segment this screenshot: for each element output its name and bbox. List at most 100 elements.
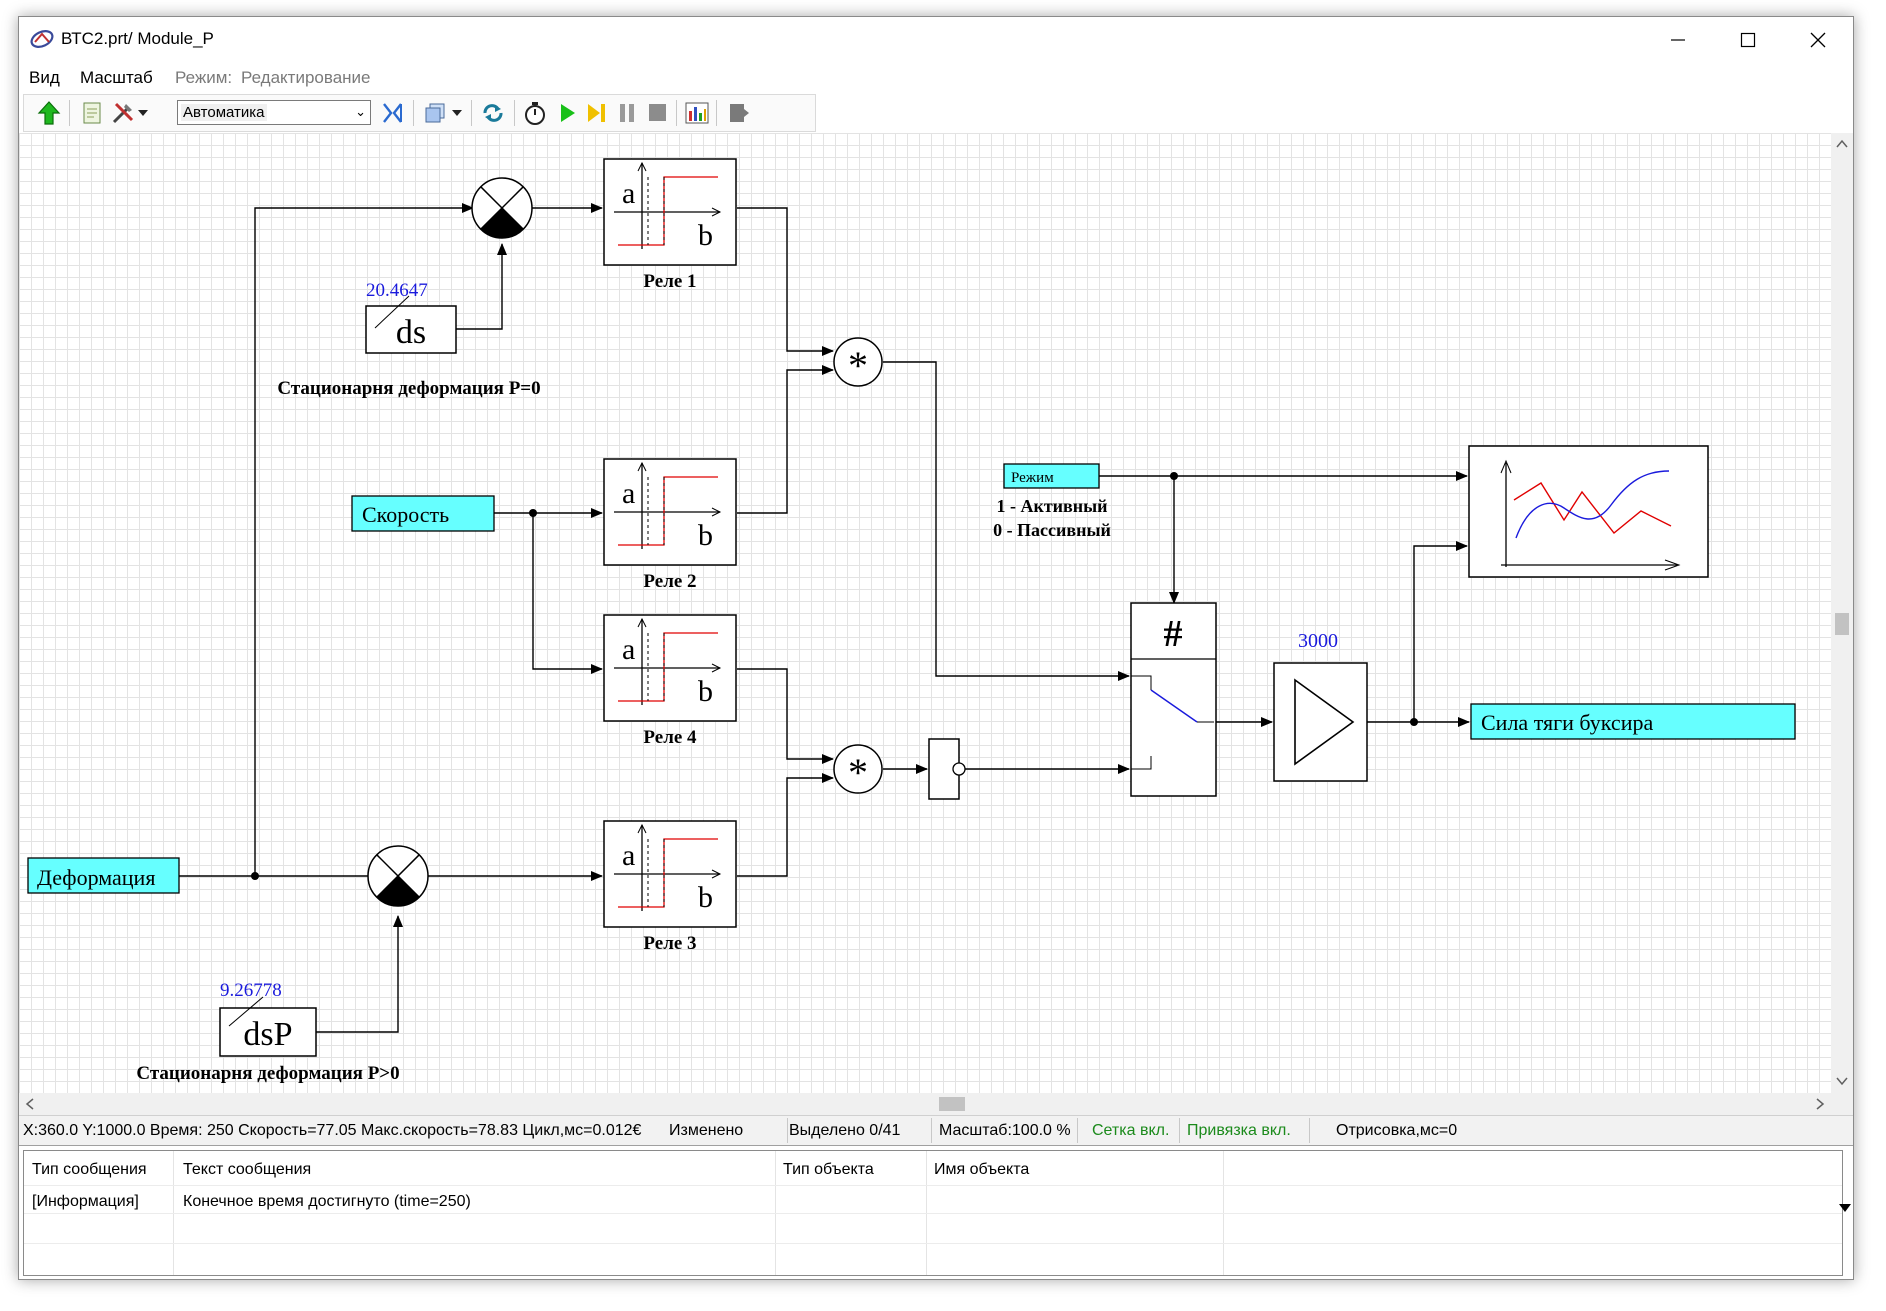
chevron-down-icon: ⌄ — [355, 104, 366, 119]
status-grid[interactable]: Сетка вкл. — [1092, 1122, 1170, 1139]
mode-select-value: Автоматика — [181, 104, 267, 121]
relay-b-label: b — [698, 881, 713, 914]
pause-icon — [620, 104, 634, 122]
refresh-button[interactable] — [478, 98, 508, 128]
refresh-icon — [483, 104, 503, 122]
status-bar: X:360.0 Y:1000.0 Время: 250 Скорость=77.… — [19, 1115, 1853, 1146]
script-button[interactable] — [77, 98, 107, 128]
status-render-time: Отрисовка,мс=0 — [1336, 1122, 1458, 1139]
mode-label: Режим: — [175, 68, 233, 87]
relay-b-label: b — [698, 219, 713, 252]
relay-b-label: b — [698, 675, 713, 708]
row-message-type: [Информация] — [32, 1193, 139, 1210]
close-button[interactable] — [1783, 17, 1853, 63]
menu-view[interactable]: Вид — [29, 68, 60, 87]
copy-dropdown[interactable] — [448, 98, 466, 128]
relay-3-label: Реле 3 — [643, 933, 696, 954]
exit-button[interactable] — [724, 98, 754, 128]
app-logo-icon — [30, 30, 54, 48]
tools-button[interactable] — [108, 98, 138, 128]
title-bar[interactable]: ВТС2.prt/ Module_P — [19, 17, 1853, 63]
input-mode-text: Режим — [1011, 470, 1054, 486]
horizontal-scrollbar[interactable] — [19, 1093, 1831, 1115]
header-message-text[interactable]: Текст сообщения — [183, 1161, 312, 1178]
relay-a-label: a — [622, 839, 635, 872]
maximize-button[interactable] — [1713, 17, 1783, 63]
status-coordinates: X:360.0 Y:1000.0 Время: 250 Скорость=77.… — [23, 1122, 642, 1139]
summator-top[interactable] — [471, 177, 533, 239]
stop-button[interactable] — [642, 98, 672, 128]
block-diagram[interactable]: a b Реле 1 a b Реле 2 — [19, 133, 1831, 1093]
status-selected: Выделено 0/41 — [789, 1122, 901, 1139]
toolbar: Автоматика ⌄ — [19, 93, 1853, 133]
output-force-text: Сила тяги буксира — [1481, 710, 1653, 735]
play-button[interactable] — [552, 98, 582, 128]
step-icon — [588, 104, 605, 122]
constant-ds-block[interactable]: ds 20.4647 — [365, 280, 457, 354]
constant-ds-caption: Стационарня деформация P=0 — [277, 378, 540, 399]
up-arrow-icon — [37, 101, 61, 125]
relay-block-2[interactable]: a b — [603, 458, 737, 566]
inverter-block[interactable] — [928, 738, 966, 800]
relay-a-label: a — [622, 177, 635, 210]
vertical-scrollbar[interactable] — [1831, 133, 1853, 1093]
multiplier-top[interactable]: * — [833, 337, 883, 388]
relay-a-label: a — [622, 477, 635, 510]
input-speed-block[interactable]: Скорость — [351, 495, 495, 532]
minimize-button[interactable] — [1643, 17, 1713, 63]
timer-button[interactable] — [520, 98, 550, 128]
timer-icon — [525, 102, 545, 125]
input-deformation-block[interactable]: Деформация — [27, 857, 180, 894]
script-icon — [83, 102, 101, 124]
relay-block-3[interactable]: a b — [603, 820, 737, 928]
input-deformation-text: Деформация — [37, 865, 155, 890]
mode-note-active: 1 - Активный — [996, 496, 1107, 516]
stop-icon — [649, 104, 666, 121]
mode-select[interactable]: Автоматика ⌄ — [177, 100, 371, 125]
toolbar-strip: Автоматика ⌄ — [23, 94, 816, 132]
relay-a-label: a — [622, 633, 635, 666]
switch-block[interactable]: # — [1130, 602, 1217, 797]
output-force-block[interactable]: Сила тяги буксира — [1470, 703, 1796, 740]
tools-dropdown[interactable] — [134, 98, 152, 128]
chart-button[interactable] — [682, 98, 712, 128]
constant-ds-text: ds — [396, 314, 426, 351]
chart-icon — [685, 102, 709, 124]
messages-table[interactable]: Тип сообщения Текст сообщения Тип объект… — [23, 1150, 1843, 1276]
tools-icon — [112, 102, 134, 124]
copy-button[interactable] — [420, 98, 450, 128]
mode-value: Редактирование — [241, 68, 371, 87]
input-mode-block[interactable]: Режим — [1003, 463, 1100, 489]
relay-block-1[interactable]: a b — [603, 158, 737, 266]
pause-button[interactable] — [612, 98, 642, 128]
dropdown-arrow-icon — [452, 110, 462, 116]
switch-symbol: # — [1164, 613, 1183, 655]
constant-dsp-block[interactable]: dsP 9.26778 — [219, 980, 317, 1057]
multiplier-bottom[interactable]: * — [833, 744, 883, 795]
step-button[interactable] — [582, 98, 612, 128]
header-message-type[interactable]: Тип сообщения — [32, 1161, 147, 1178]
relay-block-4[interactable]: a b — [603, 614, 737, 722]
summator-bottom[interactable] — [367, 845, 429, 907]
maximize-icon — [1740, 32, 1756, 48]
header-object-name[interactable]: Имя объекта — [934, 1161, 1030, 1178]
row-message-text: Конечное время достигнуто (time=250) — [183, 1193, 471, 1210]
scroll-down-icon[interactable] — [1839, 1203, 1851, 1213]
constant-dsp-value: 9.26778 — [220, 980, 282, 1001]
up-arrow-button[interactable] — [34, 98, 64, 128]
mode-note-passive: 0 - Пассивный — [993, 520, 1111, 540]
junction-dots — [251, 472, 1418, 880]
gain-block[interactable]: 3000 — [1273, 630, 1368, 782]
menu-scale[interactable]: Масштаб — [80, 68, 153, 87]
dropdown-arrow-icon — [138, 110, 148, 116]
scrollbar-corner — [1831, 1093, 1853, 1115]
diagram-canvas[interactable]: a b Реле 1 a b Реле 2 — [19, 133, 1831, 1093]
close-icon — [1810, 32, 1826, 48]
plot-block[interactable] — [1468, 445, 1709, 578]
status-snap[interactable]: Привязка вкл. — [1187, 1122, 1291, 1139]
relay-1-label: Реле 1 — [643, 271, 696, 292]
menu-bar: Вид Масштаб Режим: Редактирование — [19, 63, 1853, 94]
tree-button[interactable] — [378, 98, 408, 128]
minimize-icon — [1671, 39, 1685, 41]
header-object-type[interactable]: Тип объекта — [783, 1161, 874, 1178]
